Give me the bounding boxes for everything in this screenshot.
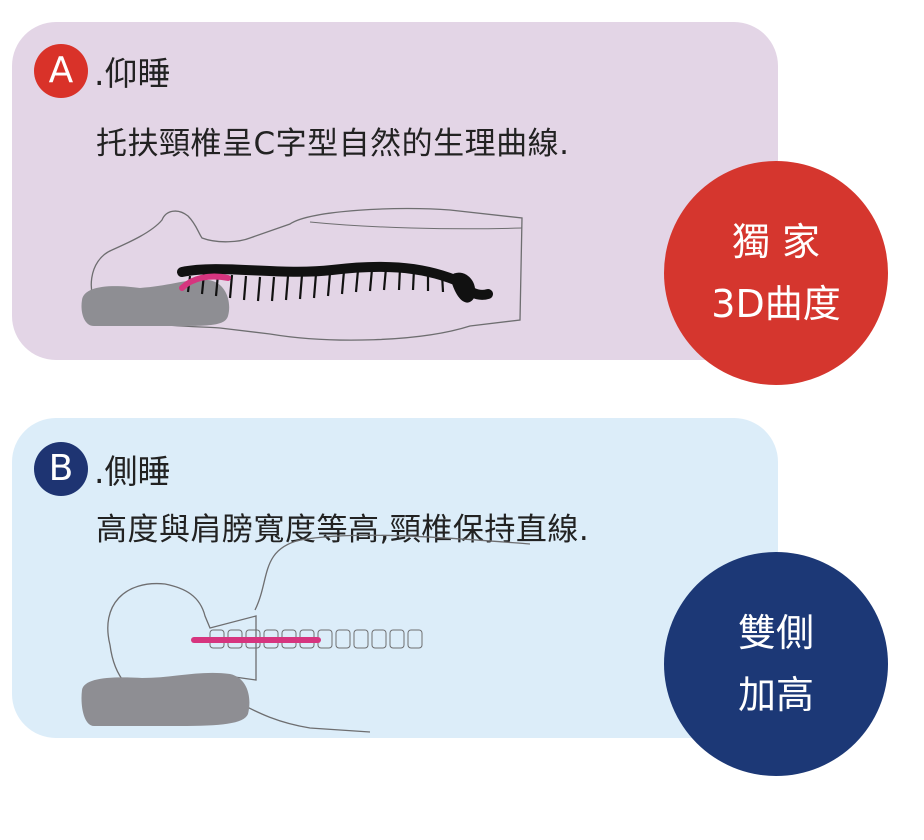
badge-a-line1: 獨 家 (731, 220, 821, 264)
side-head-outline-icon (81, 534, 531, 733)
letter-b-badge: B (34, 442, 88, 496)
badge-b-line2: 加高 (737, 673, 814, 717)
supine-label-row: A .仰睡 (34, 44, 171, 98)
pillow-icon (81, 279, 230, 326)
supine-body-outline-icon (81, 207, 523, 341)
spine-icon (177, 261, 493, 303)
badge-b-line1: 雙側 (737, 611, 814, 655)
letter-a-badge: A (34, 44, 88, 98)
supine-description: 托扶頸椎呈C字型自然的生理曲線. (96, 126, 570, 162)
side-pillow-icon (81, 672, 250, 726)
supine-card: A .仰睡 托扶頸椎呈C字型自然的生理曲線. (12, 22, 778, 360)
side-title: .側睡 (94, 452, 171, 491)
side-sleep-card: B .側睡 高度與肩膀寬度等高,頸椎保持直線. (12, 418, 778, 738)
exclusive-3d-curve-badge: 獨 家 3D曲度 (664, 161, 888, 385)
side-label-row: B .側睡 (34, 442, 171, 496)
supine-title: .仰睡 (94, 54, 171, 93)
badge-a-line2: 3D曲度 (711, 282, 841, 326)
double-side-raised-badge: 雙側 加高 (664, 552, 888, 776)
